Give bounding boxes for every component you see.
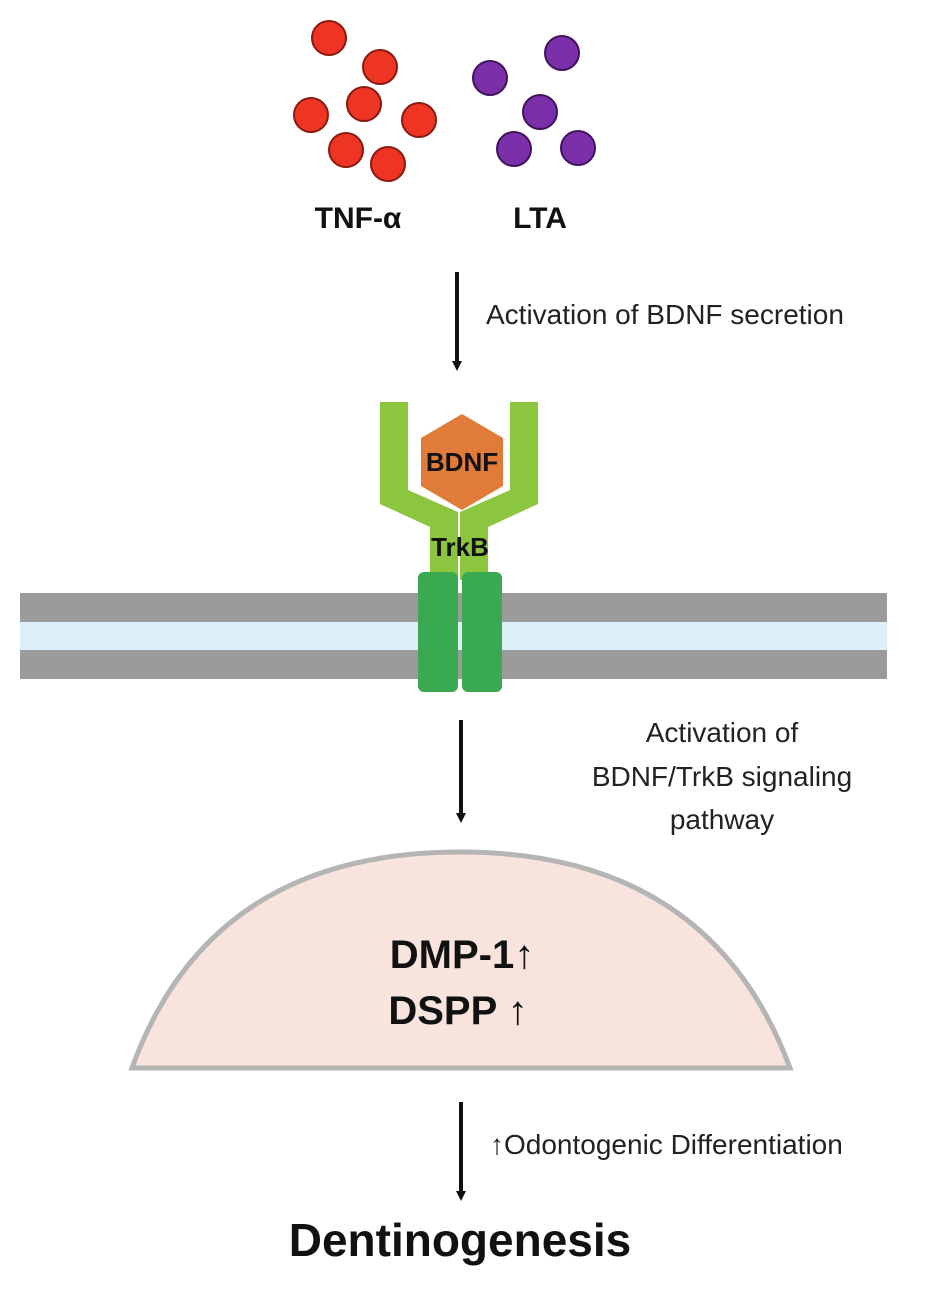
tnf-alpha-label: TNF-α	[315, 202, 402, 235]
bdnf-label: BDNF	[426, 447, 498, 477]
tnf-alpha-molecule	[346, 86, 382, 122]
signaling-step-label-line3: pathway	[670, 804, 774, 835]
lta-molecule	[522, 94, 558, 130]
trkb-transmembrane-right	[462, 572, 502, 692]
secretion-step-label: Activation of BDNF secretion	[486, 299, 844, 330]
trkb-receptor	[380, 402, 538, 692]
lta-molecule	[496, 131, 532, 167]
tnf-alpha-molecule	[362, 49, 398, 85]
bdnf-molecule	[421, 414, 503, 510]
tnf-alpha-molecules	[293, 20, 437, 182]
lta-molecule	[544, 35, 580, 71]
dspp-marker: DSPP ↑	[388, 989, 527, 1033]
tnf-alpha-molecule	[401, 102, 437, 138]
dmp1-marker: DMP-1↑	[390, 933, 534, 977]
lta-molecule	[472, 60, 508, 96]
outcome-label: Dentinogenesis	[289, 1214, 632, 1266]
signaling-step-label-line1: Activation of	[646, 717, 799, 748]
tnf-alpha-molecule	[328, 132, 364, 168]
tnf-alpha-molecule	[311, 20, 347, 56]
trkb-label: TrkB	[431, 532, 489, 562]
signaling-step-label-line2: BDNF/TrkB signaling	[592, 761, 852, 792]
nucleus	[128, 849, 794, 1071]
trkb-receptor-left-arm	[380, 402, 458, 580]
tnf-alpha-molecule	[370, 146, 406, 182]
lta-molecules	[472, 35, 596, 167]
lta-label: LTA	[513, 202, 567, 235]
differentiation-step-label: ↑Odontogenic Differentiation	[490, 1129, 843, 1160]
lta-molecule	[560, 130, 596, 166]
tnf-alpha-molecule	[293, 97, 329, 133]
trkb-receptor-right-arm	[460, 402, 538, 580]
trkb-transmembrane-left	[418, 572, 458, 692]
